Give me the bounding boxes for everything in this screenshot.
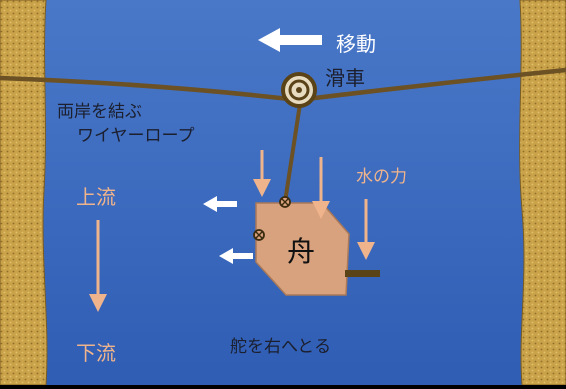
pulley-label: 滑車	[325, 66, 365, 90]
boat-motion-arrow	[203, 196, 237, 212]
wire-label-line1: 両岸を結ぶ	[57, 102, 142, 122]
tether-line	[283, 103, 302, 203]
downstream-label: 下流	[76, 341, 116, 365]
pulley-icon	[281, 72, 317, 108]
rudder-caption: 舵を右へとる	[230, 337, 332, 357]
pivot-icon	[253, 229, 265, 241]
pivot-icon	[279, 196, 291, 208]
boat-label: 舟	[287, 235, 316, 268]
move-arrow	[258, 28, 322, 52]
right-bank	[519, 0, 566, 386]
left-bank	[0, 0, 48, 386]
water-force-label: 水の力	[356, 167, 407, 187]
wire-label-line2: ワイヤーロープ	[77, 126, 195, 146]
move-label: 移動	[336, 32, 376, 56]
upstream-label: 上流	[76, 185, 116, 209]
rudder	[345, 270, 380, 277]
boat-motion-arrow	[219, 248, 253, 264]
